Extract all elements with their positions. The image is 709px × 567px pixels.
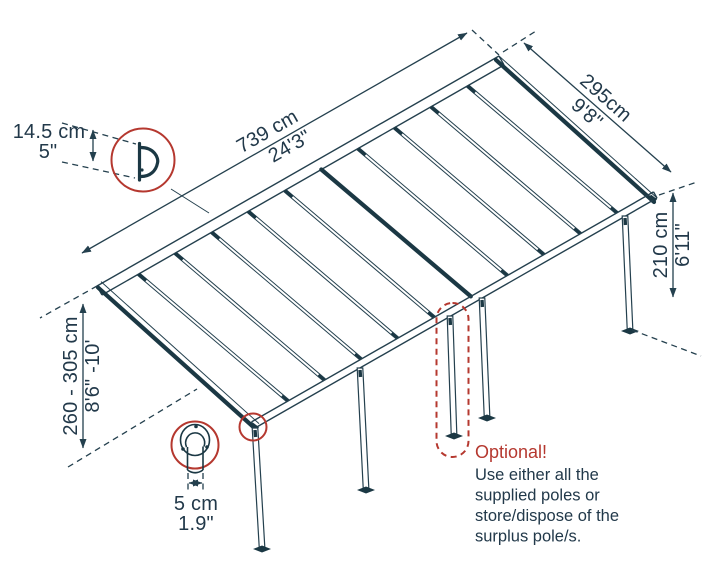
pole-2: [356, 367, 375, 494]
left-edge-rafter: [95, 281, 260, 431]
detail-circle-gutter-profile: [110, 127, 176, 193]
dimension-front-height: 210 cm 6'11": [650, 192, 694, 298]
pole-4: [478, 297, 496, 422]
front-height-metric-label: 210 cm: [650, 212, 672, 279]
gutter-profile-shape: [137, 141, 160, 182]
optional-note-line: surplus pole/s.: [475, 528, 581, 546]
detail-leader-line: [170, 188, 210, 214]
reference-dashed-lines: [39, 29, 702, 468]
pole-diameter-imperial-label: 1.9": [178, 513, 214, 535]
rafter: [173, 251, 326, 382]
rafter: [283, 189, 436, 319]
back-beam: [96, 55, 505, 296]
front-height-imperial-label: 6'11": [672, 223, 694, 267]
roof-rafters: [137, 84, 619, 403]
optional-note: Optional! Use either all the supplied po…: [475, 442, 619, 546]
gutter-profile-imperial-label: 5": [39, 141, 58, 163]
center-splice-bar: [319, 167, 473, 299]
corner-joint-highlight: [238, 412, 268, 442]
pole-diameter-detail: 5 cm 1.9": [170, 420, 220, 535]
rafter: [246, 209, 400, 340]
pole-top-shape: [179, 423, 211, 474]
gutter-profile-detail: 14.5 cm 5": [13, 121, 210, 214]
gutter-corner-block-right: [648, 194, 658, 202]
gutter-profile-metric-label: 14.5 cm: [13, 121, 86, 143]
wall-height-metric-label: 260 - 305 cm: [60, 316, 82, 435]
rafter: [356, 147, 509, 277]
rafter: [137, 272, 290, 403]
support-poles: [251, 215, 639, 553]
dimension-wall-height: 260 - 305 cm 8'6" -10': [60, 303, 104, 449]
optional-note-line: Use either all the: [475, 466, 599, 484]
rafter: [393, 126, 546, 257]
pole-front-left: [251, 427, 271, 553]
optional-note-line: store/dispose of the: [475, 507, 619, 525]
wall-height-imperial-label: 8'6" -10': [82, 339, 104, 412]
rafter: [429, 105, 582, 236]
pole-diameter-metric-label: 5 cm: [174, 493, 218, 515]
front-gutter-beam: [250, 191, 658, 430]
optional-pole-highlight: [435, 302, 470, 458]
pole-front-right: [621, 215, 639, 335]
pole-optional: [445, 315, 463, 440]
detail-circle-pole-top: [170, 420, 220, 470]
rafter: [210, 230, 363, 361]
optional-note-line: supplied poles or: [475, 487, 600, 505]
optional-note-title: Optional!: [475, 442, 547, 462]
